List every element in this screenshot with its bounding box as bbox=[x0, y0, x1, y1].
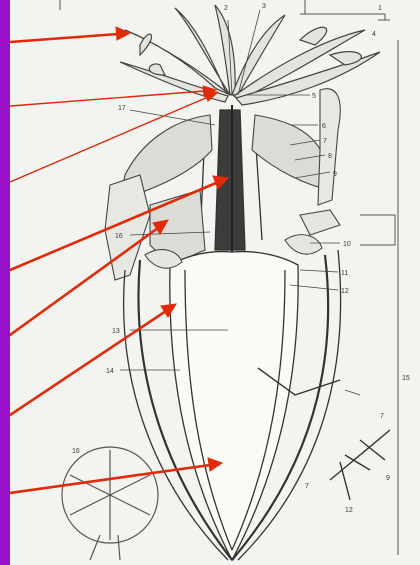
label-number: 16 bbox=[72, 448, 80, 455]
label-number: 16 bbox=[115, 233, 123, 240]
anatomy-plate: 2 3 1 4 5 6 7 8 9 17 16 10 11 12 13 14 1… bbox=[10, 0, 420, 565]
label-number: 4 bbox=[372, 31, 376, 38]
label-number: 7 bbox=[380, 413, 384, 420]
label-number: 6 bbox=[322, 123, 326, 130]
label-number: 17 bbox=[118, 105, 126, 112]
label-number: 12 bbox=[341, 288, 349, 295]
label-number: 7 bbox=[305, 483, 309, 490]
label-number: 9 bbox=[386, 475, 390, 482]
label-number: 1 bbox=[378, 5, 382, 12]
label-number: 11 bbox=[341, 270, 348, 277]
label-number: 13 bbox=[112, 328, 120, 335]
label-number: 5 bbox=[312, 93, 316, 100]
label-number: 9 bbox=[333, 171, 337, 178]
label-number: 8 bbox=[328, 153, 332, 160]
sidebar-strip bbox=[0, 0, 10, 565]
label-number: 7 bbox=[323, 138, 327, 145]
label-number: 12 bbox=[345, 507, 353, 514]
label-number: 2 bbox=[224, 5, 228, 12]
label-number: 3 bbox=[262, 3, 266, 10]
label-number: 15 bbox=[402, 375, 410, 382]
label-number: 14 bbox=[106, 368, 114, 375]
label-number: 10 bbox=[343, 241, 351, 248]
